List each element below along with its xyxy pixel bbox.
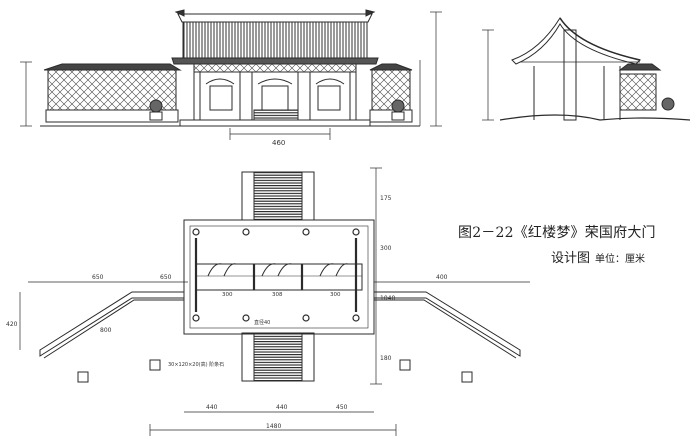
wall-diagonal-label: 800 (100, 327, 112, 334)
plan-right-span-label: 450 (336, 404, 348, 411)
plan-total-width-label: 1480 (266, 423, 281, 430)
front-elevation (20, 9, 442, 140)
plan-side-height-label: 420 (6, 321, 18, 328)
front-width-label: 460 (272, 139, 285, 147)
plan-bay-center-label: 308 (272, 292, 283, 298)
plan-depth-mid-label: 300 (380, 245, 392, 252)
plan-left-wall-label: 650 (92, 274, 104, 281)
plan-depth-total-label: 1040 (380, 295, 395, 302)
figure-caption-unit: 单位：厘米 (595, 254, 646, 265)
plan-left-wing-label: 650 (160, 274, 172, 281)
column-size-label: 直径40 (254, 319, 270, 326)
plan-mid-span-label: 440 (276, 404, 288, 411)
figure-caption-subtitle-text: 设计图 (551, 251, 591, 266)
plan-right-wall-label: 400 (436, 274, 448, 281)
plan-bay-left-label: 300 (222, 292, 233, 298)
plan-left-span-label: 440 (206, 404, 218, 411)
figure-caption-subtitle: 设计图单位：厘米 (551, 247, 645, 266)
plan-depth-bottom-label: 180 (380, 355, 392, 362)
plan-bay-right-label: 300 (330, 292, 341, 298)
step-note-label: 30×120×20(高) 阶条石 (168, 361, 224, 368)
plan-depth-top-label: 175 (380, 195, 392, 202)
floor-plan (19, 167, 530, 436)
figure-caption-title: 图2－22《红楼梦》荣国府大门 (458, 225, 656, 241)
side-elevation (482, 17, 691, 121)
